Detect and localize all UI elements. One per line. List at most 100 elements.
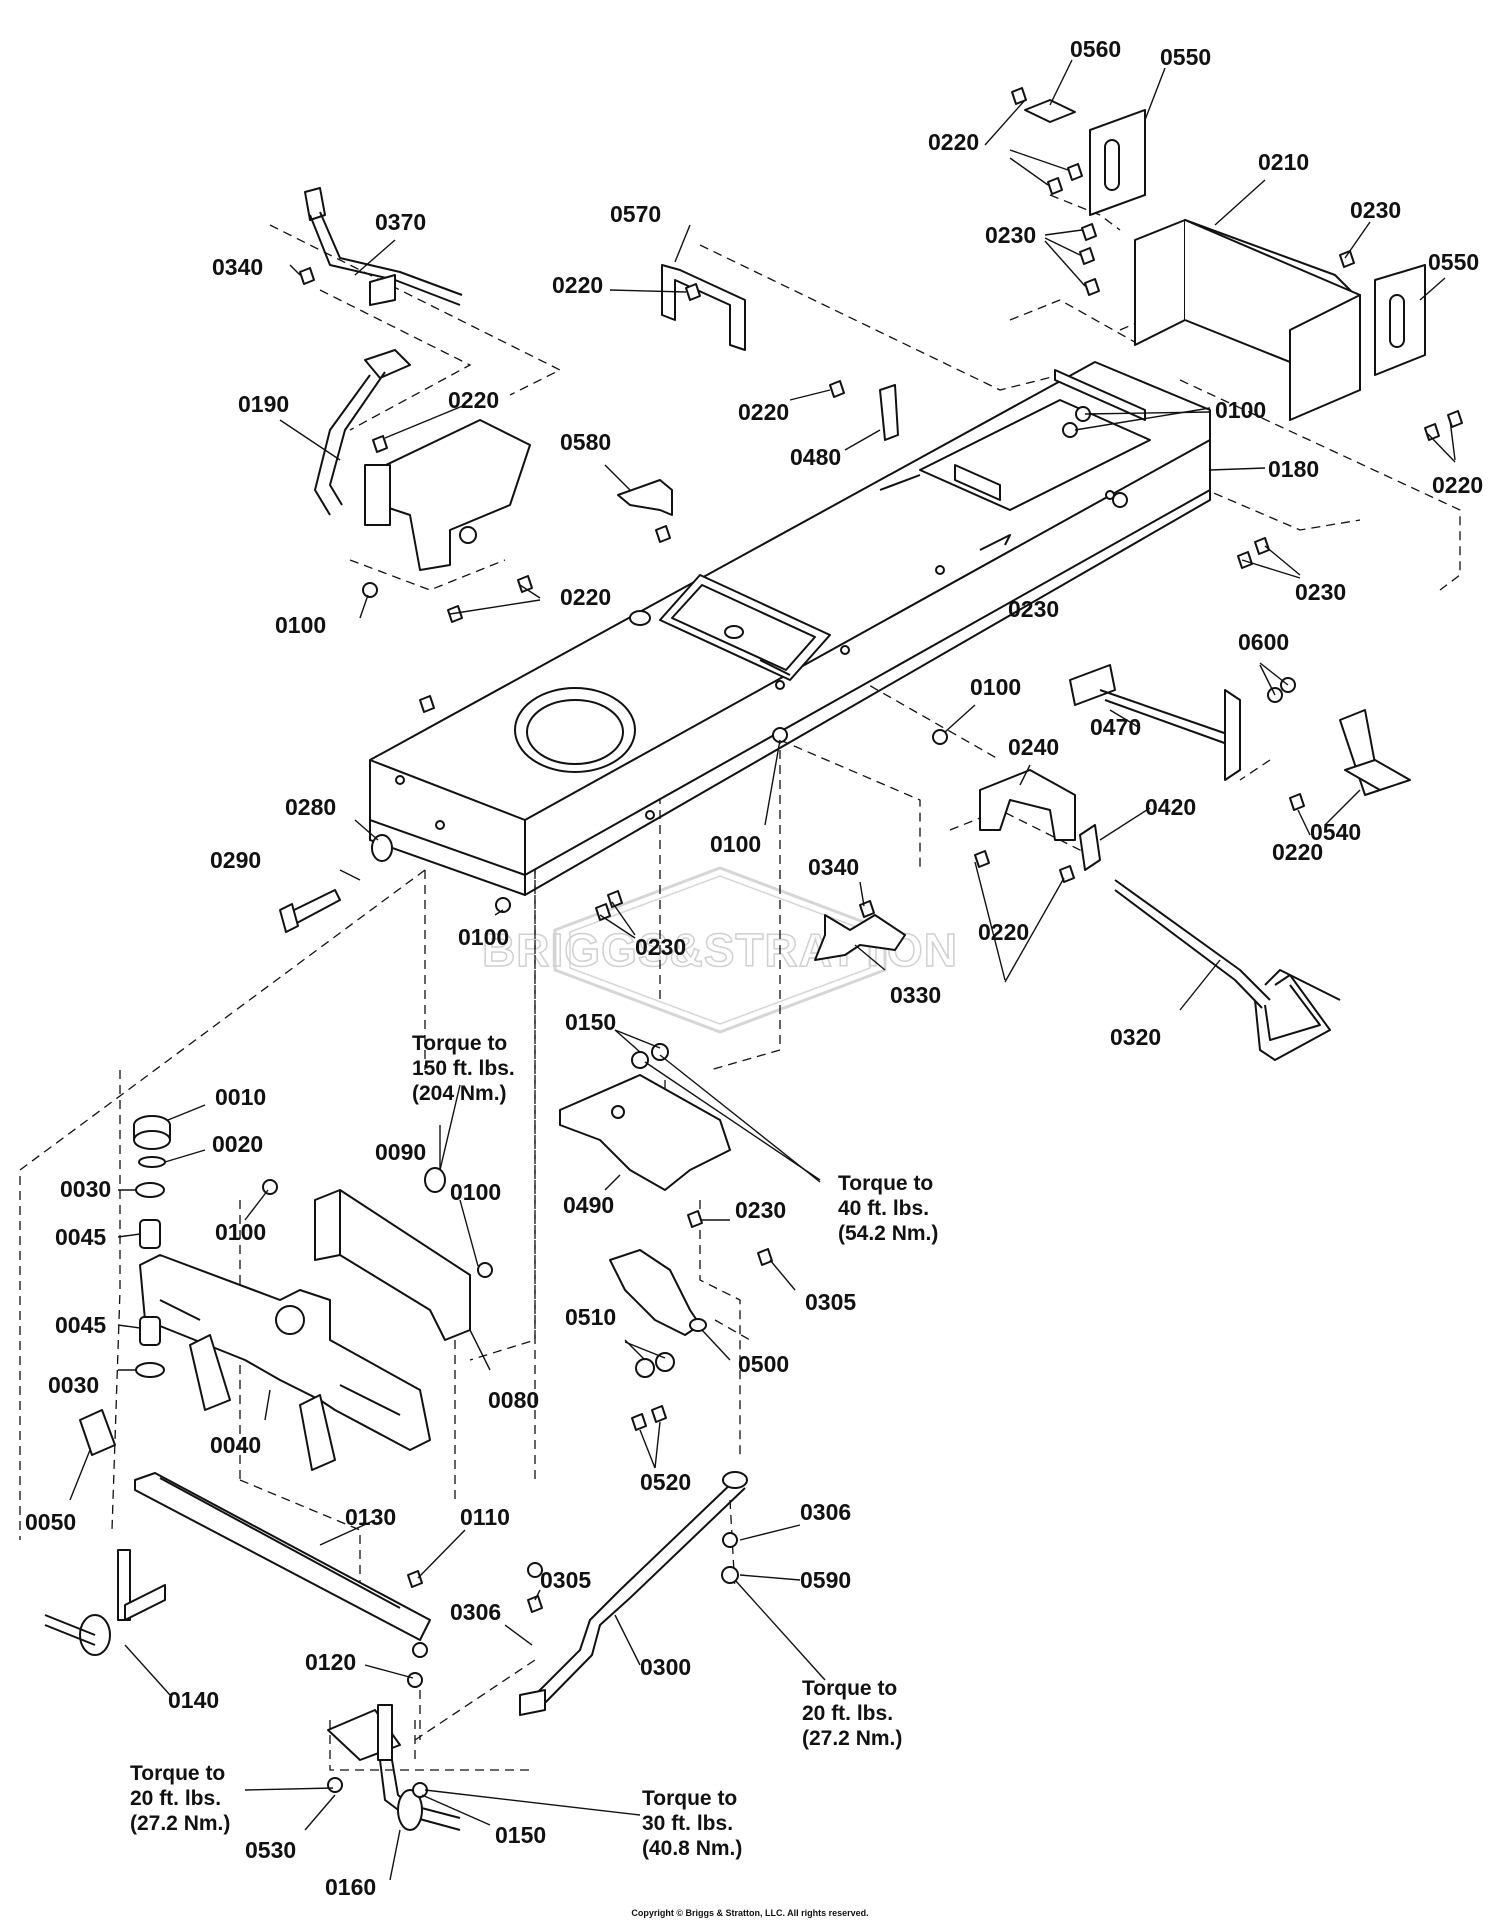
label-0510: 0510 <box>565 1304 616 1330</box>
bearing-stack <box>133 1115 446 1378</box>
svg-text:150 ft. lbs.: 150 ft. lbs. <box>412 1057 515 1080</box>
label-0100: 0100 <box>458 924 509 950</box>
assembly-lines <box>19 194 1461 1771</box>
label-0320: 0320 <box>1110 1024 1161 1050</box>
label-0220: 0220 <box>1432 472 1483 498</box>
label-0020: 0020 <box>212 1131 263 1157</box>
torque-note-40: Torque to 40 ft. lbs. (54.2 Nm.) <box>838 1172 938 1245</box>
strap-0480 <box>879 384 899 441</box>
bracket-0470 <box>1069 664 1241 781</box>
main-frame <box>369 361 1211 896</box>
bracket-0570 <box>661 264 746 351</box>
label-0580: 0580 <box>560 429 611 455</box>
label-0305: 0305 <box>805 1289 856 1315</box>
svg-text:Torque to: Torque to <box>838 1172 933 1195</box>
housing-0080 <box>314 1189 471 1341</box>
lift-handle-0320 <box>1114 879 1341 1061</box>
label-0210: 0210 <box>1258 149 1309 175</box>
torque-note-150: Torque to 150 ft. lbs. (204 Nm.) <box>412 1032 515 1105</box>
svg-text:Torque to: Torque to <box>802 1677 897 1700</box>
label-0110: 0110 <box>460 1504 510 1530</box>
plate-0500 <box>609 1249 707 1336</box>
label-0540: 0540 <box>1310 819 1361 845</box>
label-0130: 0130 <box>345 1504 396 1530</box>
label-0530: 0530 <box>245 1837 296 1863</box>
svg-text:30 ft. lbs.: 30 ft. lbs. <box>642 1812 733 1835</box>
torque-note-20-right: Torque to 20 ft. lbs. (27.2 Nm.) <box>802 1677 902 1750</box>
label-0040: 0040 <box>210 1432 261 1458</box>
label-0306: 0306 <box>450 1599 501 1625</box>
label-0030: 0030 <box>60 1176 111 1202</box>
label-0340: 0340 <box>808 854 859 880</box>
label-0330: 0330 <box>890 982 941 1008</box>
part-labels: 0560 0550 0220 0210 0230 0230 0550 0370 … <box>25 36 1483 1900</box>
label-0220: 0220 <box>738 399 789 425</box>
label-0230: 0230 <box>985 222 1036 248</box>
label-0220: 0220 <box>560 584 611 610</box>
torque-notes: Torque to 150 ft. lbs. (204 Nm.) Torque … <box>130 1032 938 1860</box>
label-0150: 0150 <box>565 1009 616 1035</box>
bolt-0290 <box>279 834 393 933</box>
label-0220: 0220 <box>978 919 1029 945</box>
svg-text:Torque to: Torque to <box>642 1787 737 1810</box>
label-0240: 0240 <box>1008 734 1059 760</box>
label-0370: 0370 <box>375 209 426 235</box>
label-0280: 0280 <box>285 794 336 820</box>
drag-link-0300 <box>519 1471 748 1716</box>
svg-text:40 ft. lbs.: 40 ft. lbs. <box>838 1197 929 1220</box>
label-0420: 0420 <box>1145 794 1196 820</box>
label-0190: 0190 <box>238 391 289 417</box>
spindle-0160 <box>327 1704 461 1831</box>
label-0030: 0030 <box>48 1372 99 1398</box>
svg-text:Torque to: Torque to <box>130 1762 225 1785</box>
leader-lines <box>69 59 1456 1881</box>
label-0220: 0220 <box>448 387 499 413</box>
svg-text:Torque to: Torque to <box>412 1032 507 1055</box>
torque-note-20-left: Torque to 20 ft. lbs. (27.2 Nm.) <box>130 1762 230 1835</box>
label-0160: 0160 <box>325 1874 376 1900</box>
label-0590: 0590 <box>800 1567 851 1593</box>
label-0100: 0100 <box>710 831 761 857</box>
watermark-logo: BRIGGS&STRATTON <box>481 866 958 1034</box>
bracket-0240 <box>979 769 1076 841</box>
lever-0370 <box>304 187 463 306</box>
label-0230: 0230 <box>1008 596 1059 622</box>
label-0300: 0300 <box>640 1654 691 1680</box>
label-0090: 0090 <box>375 1139 426 1165</box>
bushing-0050 <box>79 1409 116 1456</box>
lever-0330 <box>814 914 906 961</box>
svg-text:20 ft. lbs.: 20 ft. lbs. <box>802 1702 893 1725</box>
label-0500: 0500 <box>738 1351 789 1377</box>
pedal-0190 <box>314 349 531 571</box>
label-0100: 0100 <box>970 674 1021 700</box>
label-0045: 0045 <box>55 1312 106 1338</box>
rear-bracket-assembly <box>1024 99 1426 421</box>
bracket-0540 <box>1339 709 1411 796</box>
label-0480: 0480 <box>790 444 841 470</box>
label-0290: 0290 <box>210 847 261 873</box>
label-0340: 0340 <box>212 254 263 280</box>
bolt-icon <box>299 87 1463 1613</box>
label-0120: 0120 <box>305 1649 356 1675</box>
axle-0040 <box>139 1254 431 1471</box>
label-0550: 0550 <box>1160 44 1211 70</box>
svg-text:(204 Nm.): (204 Nm.) <box>412 1082 507 1105</box>
svg-text:(40.8 Nm.): (40.8 Nm.) <box>642 1837 742 1860</box>
spindle-0140 <box>44 1549 166 1656</box>
label-0230: 0230 <box>1295 579 1346 605</box>
label-0490: 0490 <box>563 1192 614 1218</box>
svg-text:(27.2 Nm.): (27.2 Nm.) <box>130 1812 230 1835</box>
label-0230: 0230 <box>1350 197 1401 223</box>
label-0470: 0470 <box>1090 714 1141 740</box>
label-0560: 0560 <box>1070 36 1121 62</box>
label-0050: 0050 <box>25 1509 76 1535</box>
label-0180: 0180 <box>1268 456 1319 482</box>
label-0220: 0220 <box>928 129 979 155</box>
torque-note-30: Torque to 30 ft. lbs. (40.8 Nm.) <box>642 1787 742 1860</box>
label-0010: 0010 <box>215 1084 266 1110</box>
label-0570: 0570 <box>610 201 661 227</box>
bracket-0580 <box>617 479 673 516</box>
copyright-text: Copyright © Briggs & Stratton, LLC. All … <box>631 1908 868 1918</box>
label-0230: 0230 <box>735 1197 786 1223</box>
